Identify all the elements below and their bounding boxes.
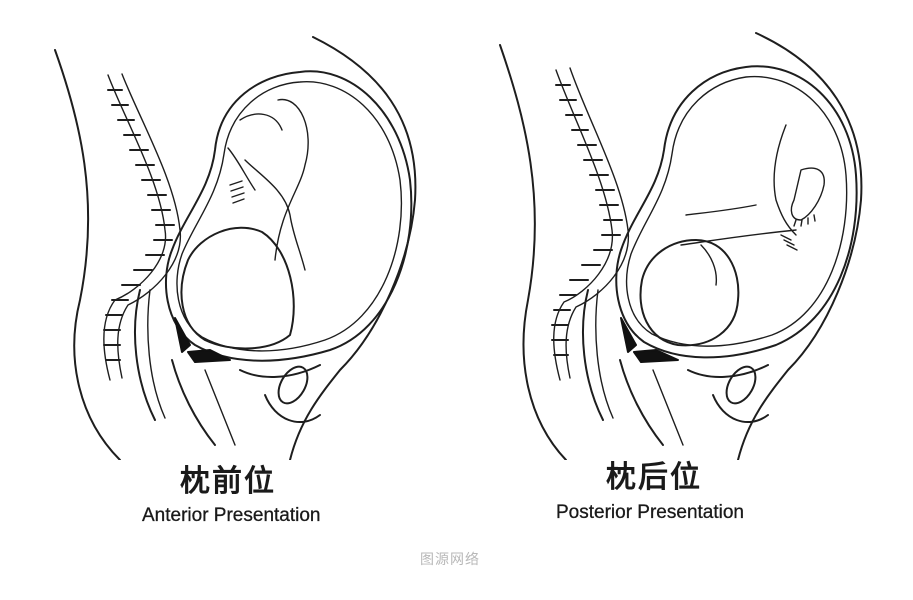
image-source-caption: 图源网络	[420, 552, 480, 568]
posterior-presentation-illustration	[499, 32, 863, 460]
anterior-label-english: Anterior Presentation	[142, 505, 321, 526]
posterior-label-chinese: 枕后位	[606, 460, 702, 495]
posterior-label-english: Posterior Presentation	[556, 502, 744, 523]
posterior-presentation-panel: 枕后位 Posterior Presentation	[456, 0, 912, 540]
anterior-presentation-illustration	[54, 36, 417, 460]
anterior-presentation-panel: 枕前位 Anterior Presentation	[0, 0, 456, 540]
anterior-label-chinese: 枕前位	[180, 464, 276, 499]
